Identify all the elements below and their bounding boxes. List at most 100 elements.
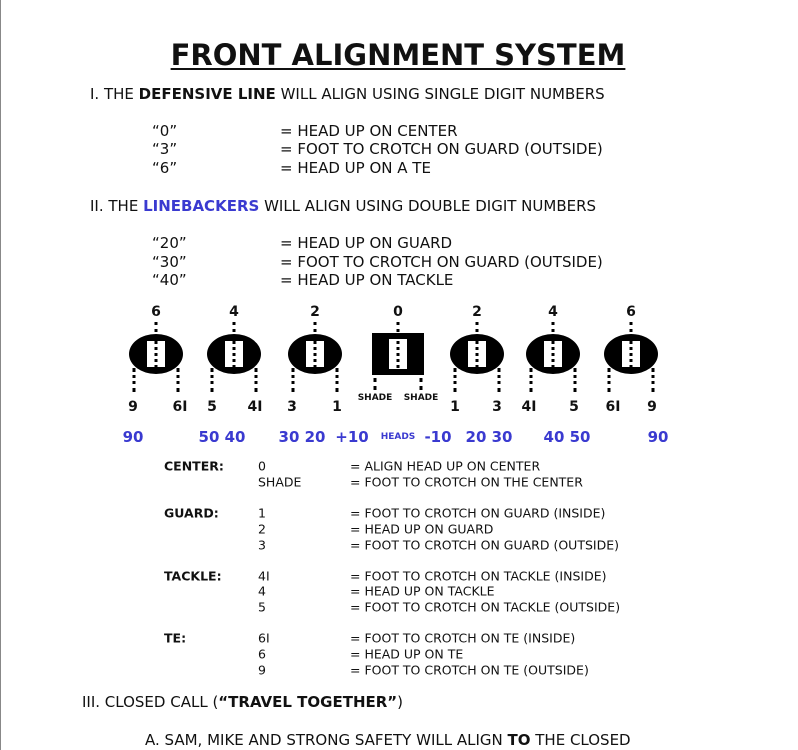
section-a-prefix: A. SAM, MIKE AND STRONG SAFETY WILL ALIG… xyxy=(145,731,508,749)
desc: = FOOT TO CROTCH ON GUARD (OUTSIDE) xyxy=(280,253,603,271)
technique-bottom-label: 6I xyxy=(605,399,621,415)
linebacker-number: 90 xyxy=(122,428,144,446)
technique-code: 1 xyxy=(258,505,266,521)
dotted-line xyxy=(254,368,258,392)
linebacker-number: HEADS xyxy=(380,432,416,442)
technique-desc: = ALIGN HEAD UP ON CENTER xyxy=(350,458,541,474)
section-2-suffix: WILL ALIGN USING DOUBLE DIGIT NUMBERS xyxy=(259,197,597,215)
linebacker-number: 40 50 xyxy=(543,428,591,446)
code: “0” xyxy=(152,122,178,140)
technique-top-label: 6 xyxy=(151,304,161,320)
section-3-heading: III. CLOSED CALL (“TRAVEL TOGETHER”) xyxy=(82,693,403,711)
dotted-line xyxy=(497,368,501,392)
section-2-heading: II. THE LINEBACKERS WILL ALIGN USING DOU… xyxy=(90,197,596,215)
technique-desc: = FOOT TO CROTCH ON TACKLE (OUTSIDE) xyxy=(350,599,621,615)
technique-bottom-label: SHADE xyxy=(403,393,439,403)
technique-code: 6 xyxy=(258,646,266,662)
desc: = HEAD UP ON CENTER xyxy=(280,122,458,140)
linebacker-number: 50 40 xyxy=(198,428,246,446)
technique-bottom-label: 3 xyxy=(287,399,297,415)
technique-code: 0 xyxy=(258,458,266,474)
dotted-line xyxy=(419,378,423,390)
dotted-line xyxy=(232,322,236,368)
section-1-bold: DEFENSIVE LINE xyxy=(138,85,276,103)
technique-code: 4 xyxy=(258,583,266,599)
technique-top-label: 0 xyxy=(393,304,403,320)
technique-desc: = FOOT TO CROTCH ON TE (INSIDE) xyxy=(350,630,576,646)
technique-desc: = HEAD UP ON TACKLE xyxy=(350,583,495,599)
technique-top-label: 4 xyxy=(548,304,558,320)
technique-desc: = FOOT TO CROTCH ON GUARD (INSIDE) xyxy=(350,505,606,521)
section-2-prefix: II. THE xyxy=(90,197,144,215)
code: “40” xyxy=(152,271,187,289)
desc: = HEAD UP ON TACKLE xyxy=(280,271,454,289)
position-label: GUARD: xyxy=(164,505,219,521)
section-3-bold: “TRAVEL TOGETHER” xyxy=(218,693,398,711)
section-1-suffix: WILL ALIGN USING SINGLE DIGIT NUMBERS xyxy=(275,85,605,103)
linebacker-number: -10 xyxy=(424,428,452,446)
technique-bottom-label: 1 xyxy=(450,399,460,415)
technique-bottom-label: 9 xyxy=(128,399,138,415)
technique-desc: = FOOT TO CROTCH ON TE (OUTSIDE) xyxy=(350,662,589,678)
linebacker-number: 90 xyxy=(647,428,669,446)
code: “3” xyxy=(152,140,178,158)
technique-desc: = FOOT TO CROTCH ON TACKLE (INSIDE) xyxy=(350,568,607,584)
dotted-line xyxy=(607,368,611,392)
dotted-line xyxy=(335,368,339,392)
position-label: CENTER: xyxy=(164,458,224,474)
technique-desc: = HEAD UP ON TE xyxy=(350,646,464,662)
section-2-bold: LINEBACKERS xyxy=(143,197,260,215)
desc: = HEAD UP ON A TE xyxy=(280,159,431,177)
dotted-line xyxy=(453,368,457,392)
technique-code: 9 xyxy=(258,662,266,678)
dotted-line xyxy=(529,368,533,392)
technique-bottom-label: 5 xyxy=(569,399,579,415)
technique-top-label: 2 xyxy=(472,304,482,320)
technique-bottom-label: SHADE xyxy=(357,393,393,403)
technique-code: SHADE xyxy=(258,474,302,490)
technique-desc: = HEAD UP ON GUARD xyxy=(350,521,494,537)
section-3-prefix: III. CLOSED CALL ( xyxy=(82,693,219,711)
dotted-line xyxy=(176,368,180,392)
technique-bottom-label: 4I xyxy=(247,399,263,415)
dotted-line xyxy=(629,322,633,368)
position-label: TACKLE: xyxy=(164,568,222,584)
linebacker-number: +10 xyxy=(335,428,369,446)
technique-code: 3 xyxy=(258,537,266,553)
linebacker-number: 20 30 xyxy=(465,428,513,446)
technique-desc: = FOOT TO CROTCH ON THE CENTER xyxy=(350,474,583,490)
section-a-suffix: THE CLOSED xyxy=(530,731,631,749)
technique-bottom-label: 1 xyxy=(332,399,342,415)
dotted-line xyxy=(475,322,479,368)
technique-top-label: 4 xyxy=(229,304,239,320)
page-title: FRONT ALIGNMENT SYSTEM xyxy=(170,38,626,72)
section-3-suffix: ) xyxy=(397,693,404,711)
dotted-line xyxy=(573,368,577,392)
technique-code: 2 xyxy=(258,521,266,537)
technique-bottom-label: 5 xyxy=(207,399,217,415)
technique-code: 5 xyxy=(258,599,266,615)
dotted-line xyxy=(396,322,400,368)
dotted-line xyxy=(154,322,158,368)
code: “20” xyxy=(152,234,187,252)
section-1-heading: I. THE DEFENSIVE LINE WILL ALIGN USING S… xyxy=(90,85,605,103)
technique-top-label: 6 xyxy=(626,304,636,320)
technique-bottom-label: 6I xyxy=(172,399,188,415)
dotted-line xyxy=(210,368,214,392)
technique-code: 4I xyxy=(258,568,270,584)
technique-bottom-label: 4I xyxy=(521,399,537,415)
desc: = HEAD UP ON GUARD xyxy=(280,234,453,252)
dotted-line xyxy=(373,378,377,390)
section-a-bold: TO xyxy=(507,731,531,749)
page-edge xyxy=(0,0,1,750)
dotted-line xyxy=(551,322,555,368)
code: “6” xyxy=(152,159,178,177)
dotted-line xyxy=(651,368,655,392)
dotted-line xyxy=(132,368,136,392)
technique-desc: = FOOT TO CROTCH ON GUARD (OUTSIDE) xyxy=(350,537,619,553)
technique-bottom-label: 3 xyxy=(492,399,502,415)
technique-top-label: 2 xyxy=(310,304,320,320)
technique-bottom-label: 9 xyxy=(647,399,657,415)
code: “30” xyxy=(152,253,187,271)
technique-code: 6I xyxy=(258,630,270,646)
